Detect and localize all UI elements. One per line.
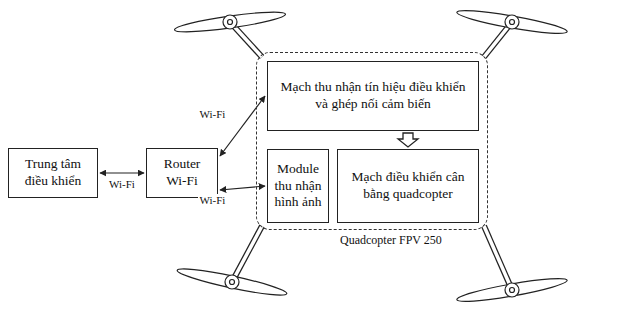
process-box: Mạch điều khiển cân bằng quadcopter [337,149,479,223]
process-box: Mạch thu nhận tín hiệu điều khiển và ghé… [267,61,479,131]
quadcopter-group: Quadcopter FPV 250Mạch thu nhận tín hiệu… [256,52,488,230]
wifi-link [220,186,265,190]
edge-label: Wi-Fi [107,178,137,190]
box-text: Mạch thu nhận tín hiệu điều khiển và ghé… [273,79,473,113]
box-text: Router Wi-Fi [152,156,212,190]
control-center-box: Trung tâm điều khiển [8,148,98,198]
box-text: Trung tâm điều khiển [14,156,92,190]
box-text: Mạch điều khiển cân bằng quadcopter [343,169,473,203]
process-box: Module thu nhận hình ảnh [267,149,329,223]
router-box: Router Wi-Fi [146,148,218,198]
edge-label: Wi-Fi [198,194,228,206]
box-text: Module thu nhận hình ảnh [273,161,323,212]
wifi-link [100,172,144,173]
block-arrow [398,133,418,147]
edge-label: Wi-Fi [198,108,228,120]
group-heading: Quadcopter FPV 250 [337,233,445,248]
wifi-link [220,96,265,156]
